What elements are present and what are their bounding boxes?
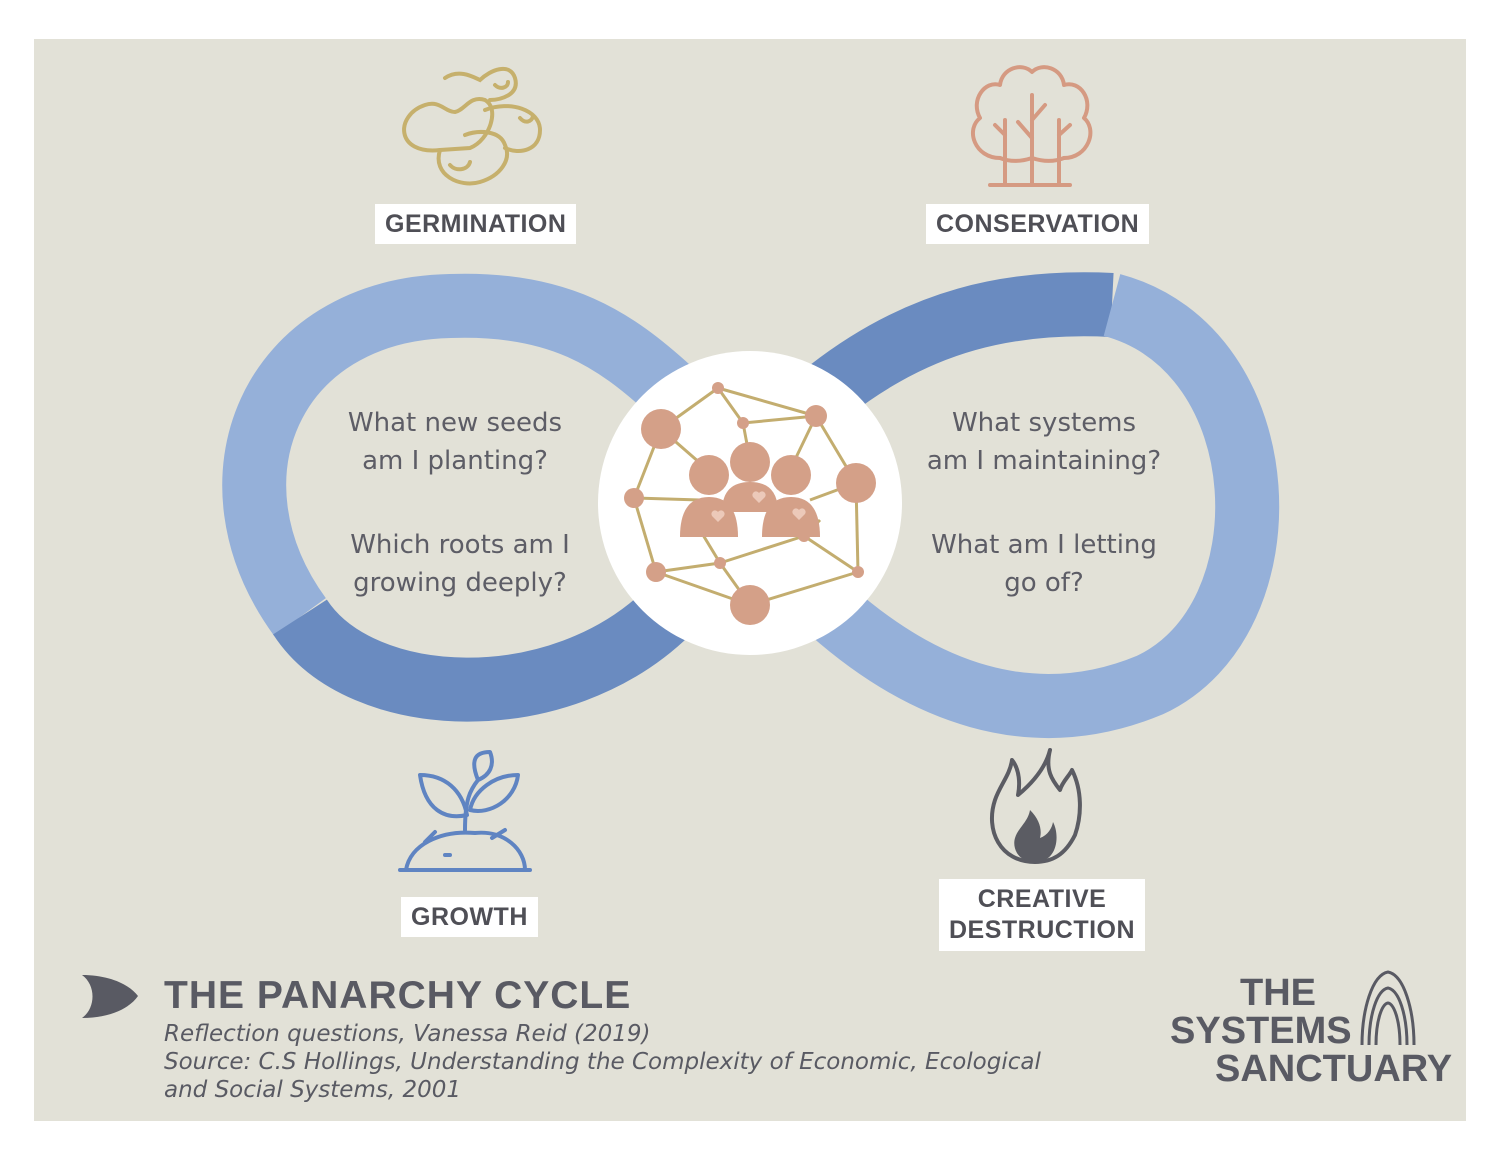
- flame-icon: [989, 748, 1082, 864]
- infinity-loop: [222, 272, 1280, 738]
- logo-line: THE: [1240, 972, 1316, 1014]
- stage-label-creative-destruction: CREATIVE DESTRUCTION: [939, 879, 1146, 951]
- question-right-1: What systems am I maintaining?: [884, 404, 1204, 480]
- loop-segment-germination: [222, 273, 692, 636]
- question-line: am I maintaining?: [926, 446, 1162, 476]
- person-body: [722, 482, 778, 512]
- loop-segment-creative-destruction: [808, 274, 1280, 738]
- sprout-icon: [398, 750, 532, 872]
- heart-icon: [711, 510, 725, 522]
- person-head: [771, 455, 811, 495]
- question-line: Which roots am I: [350, 530, 570, 560]
- question-right-2: What am I letting go of?: [884, 526, 1204, 602]
- seeds-icon: [402, 66, 543, 186]
- question-line: growing deeply?: [353, 568, 567, 598]
- footer-source-line: and Social Systems, 2001: [164, 1077, 461, 1103]
- person-head: [689, 455, 729, 495]
- question-line: What systems: [951, 408, 1137, 438]
- loop-segment-conservation: [810, 272, 1114, 416]
- footer-source-line: Source: C.S Hollings, Understanding the …: [164, 1049, 1041, 1075]
- community-network-icon: [624, 382, 876, 625]
- tree-icon: [970, 65, 1093, 187]
- person-body: [680, 497, 738, 537]
- question-line: am I planting?: [362, 446, 548, 476]
- logo-line: SANCTUARY: [1215, 1048, 1453, 1090]
- question-left-2: Which roots am I growing deeply?: [300, 526, 620, 602]
- footer-title: THE PANARCHY CYCLE: [164, 974, 632, 1017]
- person-body: [762, 497, 820, 537]
- stage-label-line: CREATIVE: [977, 885, 1107, 913]
- question-line: What new seeds: [347, 408, 563, 438]
- stage-label-line: DESTRUCTION: [949, 916, 1136, 944]
- question-line: go of?: [1004, 568, 1084, 598]
- heart-icon: [752, 491, 766, 503]
- arrowhead-icon: [82, 975, 138, 1018]
- logo-line: SYSTEMS: [1170, 1010, 1352, 1052]
- stage-label-germination: GERMINATION: [375, 204, 577, 244]
- footer-reflection-credit: Reflection questions, Vanessa Reid (2019…: [164, 1021, 651, 1047]
- arches-icon: [1360, 970, 1416, 1046]
- stage-label-growth: GROWTH: [401, 897, 538, 937]
- loop-segment-growth: [273, 586, 693, 722]
- person-head: [730, 442, 770, 482]
- heart-icon: [792, 508, 806, 520]
- stage-label-conservation: CONSERVATION: [926, 204, 1150, 244]
- question-left-1: What new seeds am I planting?: [295, 404, 615, 480]
- question-line: What am I letting: [931, 530, 1157, 560]
